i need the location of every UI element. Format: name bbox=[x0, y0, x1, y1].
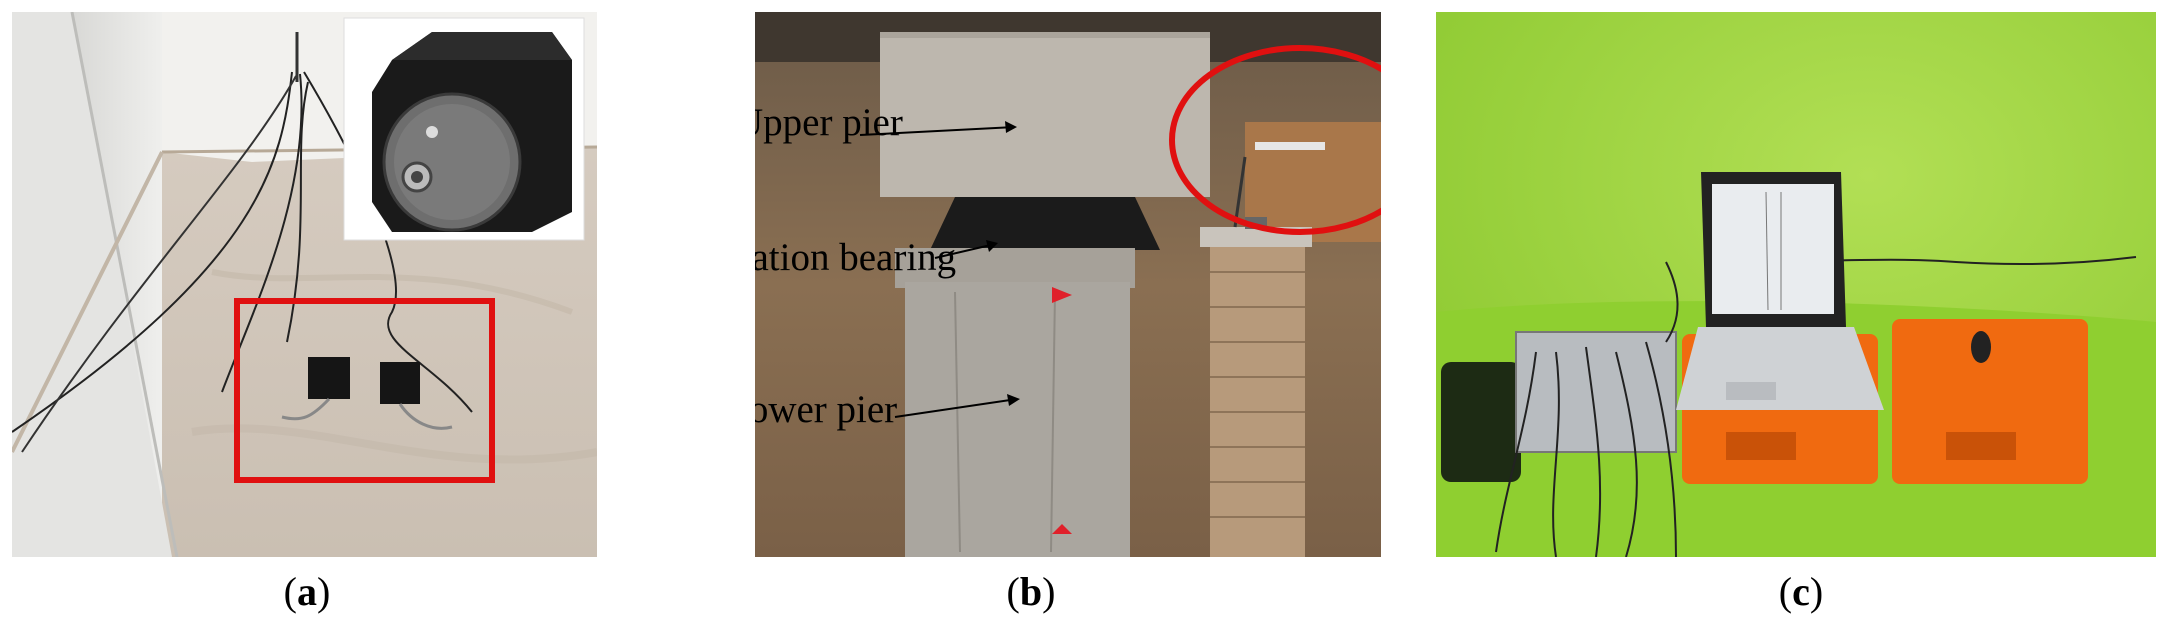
orange-case-right bbox=[1892, 319, 2088, 484]
photo-panel-b: Upper pier Isolation bearing Lower pier bbox=[755, 12, 1381, 557]
caption-a: (a) bbox=[283, 569, 331, 614]
sensor-1 bbox=[308, 357, 350, 399]
caption-c: (c) bbox=[1778, 569, 1824, 614]
caption-b: (b) bbox=[1006, 569, 1056, 614]
accelerometer-inset bbox=[343, 17, 585, 241]
sensor-highlight-ellipse bbox=[1169, 45, 1381, 235]
photo-panel-a bbox=[12, 12, 597, 557]
photo-panel-c bbox=[1436, 12, 2156, 557]
isolation-bearing-label: Isolation bearing bbox=[755, 236, 956, 279]
sensor-2 bbox=[380, 362, 420, 404]
mouse bbox=[1971, 331, 1991, 363]
upper-pier-annotation: Upper pier bbox=[755, 101, 903, 144]
upper-pier-label: Upper pier bbox=[755, 101, 903, 144]
bridge-pier-photo: Upper pier Isolation bearing Lower pier bbox=[755, 12, 1381, 557]
upper-pier-block bbox=[880, 32, 1210, 197]
isolation-bearing bbox=[930, 197, 1160, 250]
data-acquisition-photo bbox=[1436, 12, 2156, 557]
sensor-highlight-box bbox=[234, 298, 495, 483]
lower-pier-label: Lower pier bbox=[755, 388, 897, 431]
laptop bbox=[1676, 172, 1884, 410]
sensors-on-floor-photo bbox=[12, 12, 597, 557]
lower-pier-column bbox=[905, 282, 1130, 557]
cable-coil bbox=[1441, 362, 1521, 482]
